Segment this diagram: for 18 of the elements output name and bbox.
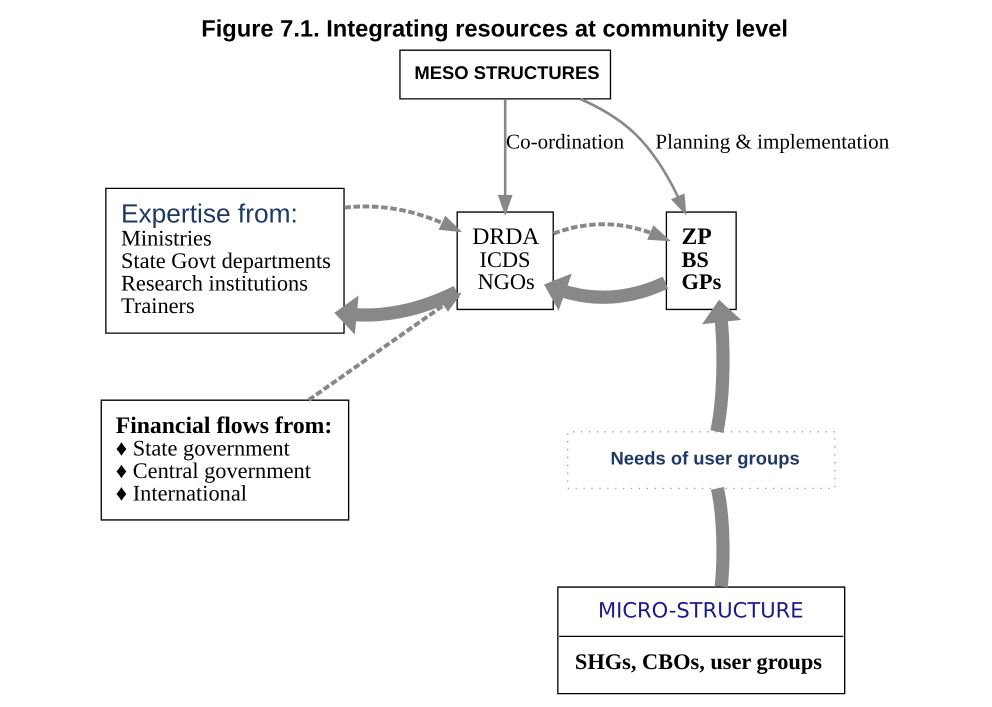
edge-label: Planning & implementation [655, 130, 890, 154]
edge-label: Co-ordination [506, 130, 624, 154]
arrow [334, 286, 460, 335]
diagram-title: Figure 7.1. Integrating resources at community level [201, 16, 788, 42]
node-box: Financial flows from: ♦ State government ♦ Central government ♦ International [100, 400, 350, 521]
node-box: DRDA ICDS NGOs [456, 211, 554, 310]
node-box: Expertise from: Ministries State Govt departments Research institutions Trainers [105, 188, 345, 334]
arrow [580, 98, 686, 216]
arrow [344, 204, 462, 232]
node-box: MESO STRUCTURES [399, 50, 612, 100]
arrow [498, 99, 513, 216]
arrow [544, 274, 668, 311]
arrow [308, 292, 462, 402]
node-box: ZP BS GPs [666, 211, 737, 310]
arrow [552, 222, 671, 242]
arrow [702, 300, 742, 433]
connector [710, 487, 730, 588]
node-box: Needs of user groups [567, 431, 836, 490]
